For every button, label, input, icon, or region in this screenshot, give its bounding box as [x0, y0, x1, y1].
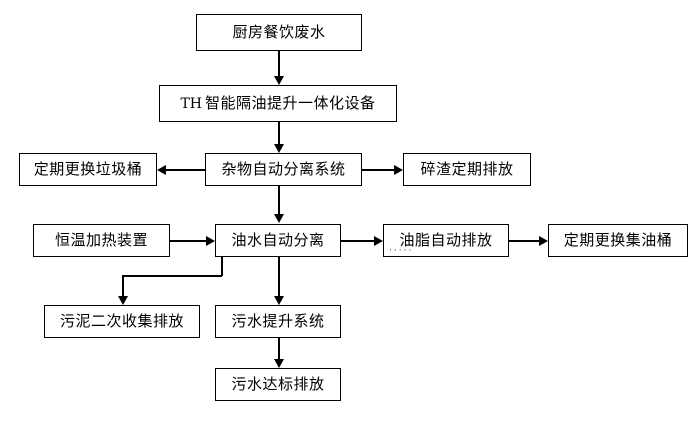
- node-constant-temperature-heater[interactable]: 恒温加热装置: [33, 224, 170, 257]
- edge-oilwater-to-sludge-run: [122, 275, 222, 277]
- node-label: 恒温加热装置: [54, 231, 148, 249]
- node-replace-oil-barrel[interactable]: 定期更换集油桶: [548, 224, 688, 257]
- node-label: 污水达标排放: [231, 375, 325, 393]
- arrowhead-oildischarge-to-oilbarrel: [539, 236, 548, 246]
- arrowhead-separator-to-residue: [394, 165, 403, 175]
- node-label: 污水提升系统: [231, 312, 325, 330]
- node-sewage-standard-discharge[interactable]: 污水达标排放: [215, 368, 341, 401]
- edge-oildischarge-to-oilbarrel: [509, 240, 539, 242]
- node-label: 定期更换垃圾桶: [33, 160, 143, 178]
- arrowhead-heater-to-oilwater: [206, 236, 215, 246]
- node-label-prefix: TH: [180, 95, 203, 112]
- edge-oilwater-to-oildischarge: [341, 240, 374, 242]
- node-sludge-secondary-collection-discharge[interactable]: 污泥二次收集排放: [44, 305, 200, 338]
- node-label: 污泥二次收集排放: [59, 312, 184, 330]
- edge-separator-to-oilwater: [278, 186, 280, 215]
- edge-equipment-to-separator: [278, 122, 280, 145]
- node-debris-auto-separation-system[interactable]: 杂物自动分离系统: [205, 153, 362, 186]
- node-sewage-lifting-system[interactable]: 污水提升系统: [215, 305, 341, 338]
- arrowhead-sewagelift-to-standarddischarge: [273, 359, 284, 368]
- arrowhead-wastewater-to-equipment: [273, 76, 284, 85]
- edge-oilwater-to-sludge-drop: [122, 275, 124, 297]
- node-replace-trash-bin[interactable]: 定期更换垃圾桶: [19, 153, 157, 186]
- edge-sewagelift-to-standarddischarge: [278, 338, 280, 360]
- arrowhead-oilwater-to-oildischarge: [374, 236, 383, 246]
- edge-wastewater-to-equipment: [278, 51, 280, 77]
- arrowhead-oilwater-to-sludge: [118, 296, 128, 305]
- edge-oilwater-to-sludge-stem: [221, 257, 223, 276]
- node-label: 杂物自动分离系统: [221, 160, 346, 178]
- grease-box-dotted-artifact: ·····: [389, 246, 414, 256]
- node-label: 碎渣定期排放: [420, 160, 514, 178]
- edge-oilwater-to-sewagelift: [278, 257, 280, 297]
- node-label: 智能隔油提升一体化设备: [205, 94, 376, 112]
- node-label: 油水自动分离: [231, 231, 325, 249]
- node-label: 油脂自动排放: [399, 231, 493, 249]
- node-grease-auto-discharge[interactable]: 油脂自动排放: [383, 224, 509, 257]
- node-residue-scheduled-discharge[interactable]: 碎渣定期排放: [403, 153, 531, 186]
- node-oil-water-auto-separation[interactable]: 油水自动分离: [215, 224, 341, 257]
- arrowhead-separator-to-trashbin: [157, 165, 166, 175]
- arrowhead-separator-to-oilwater: [273, 214, 284, 223]
- node-label: 厨房餐饮废水: [232, 23, 326, 41]
- node-kitchen-wastewater[interactable]: 厨房餐饮废水: [196, 14, 362, 51]
- arrowhead-equipment-to-separator: [273, 144, 284, 153]
- edge-separator-to-trashbin: [166, 169, 205, 171]
- arrowhead-oilwater-to-sewagelift: [273, 296, 284, 305]
- edge-heater-to-oilwater: [170, 240, 206, 242]
- edge-separator-to-residue: [362, 169, 394, 171]
- node-label: 定期更换集油桶: [563, 231, 673, 249]
